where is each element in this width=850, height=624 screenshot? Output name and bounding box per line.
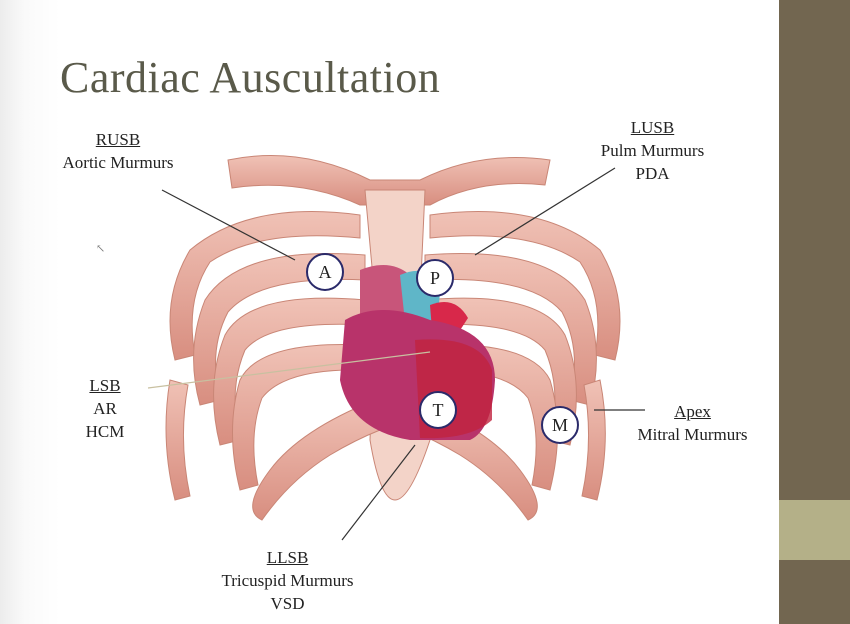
label-apex-line: Mitral Murmurs [637,425,748,444]
label-lsb-line: HCM [85,422,125,441]
slide-sidebar-decoration [779,0,850,624]
label-lsb: LSB AR HCM [75,374,135,443]
clavicles [227,155,551,206]
marker-m-label: M [552,415,568,435]
slide-title: Cardiac Auscultation [60,53,441,102]
label-lusb-line: Pulm Murmurs [600,141,705,160]
label-llsb-line: VSD [270,594,305,613]
marker-p-label: P [430,268,440,288]
label-llsb-line: Tricuspid Murmurs [221,571,354,590]
label-lusb: LUSB Pulm Murmurs PDA [570,116,735,185]
sidebar-accent-block [779,500,850,560]
label-lsb-line: AR [93,399,117,418]
slide: Cardiac Auscultation [0,0,779,624]
label-llsb-heading: LLSB [266,548,309,567]
marker-a-label: A [319,262,332,282]
label-lsb-heading: LSB [89,376,121,395]
label-rusb-line: Aortic Murmurs [62,153,174,172]
right-ribs [165,211,381,521]
marker-p[interactable]: P [416,259,454,297]
marker-a[interactable]: A [306,253,344,291]
leader-lines [147,167,645,541]
label-apex: Apex Mitral Murmurs [610,400,775,446]
mouse-cursor-icon: ↖ [96,242,106,255]
heart [340,265,495,440]
label-lusb-heading: LUSB [630,118,675,137]
marker-t-label: T [433,400,444,420]
label-llsb: LLSB Tricuspid Murmurs VSD [185,546,390,615]
label-rusb-heading: RUSB [95,130,141,149]
marker-m[interactable]: M [541,406,579,444]
label-lusb-line: PDA [635,164,670,183]
ribcage-heart-diagram: A P T M [147,155,645,541]
label-apex-heading: Apex [674,402,711,421]
label-rusb: RUSB Aortic Murmurs [38,128,198,174]
marker-t[interactable]: T [419,391,457,429]
